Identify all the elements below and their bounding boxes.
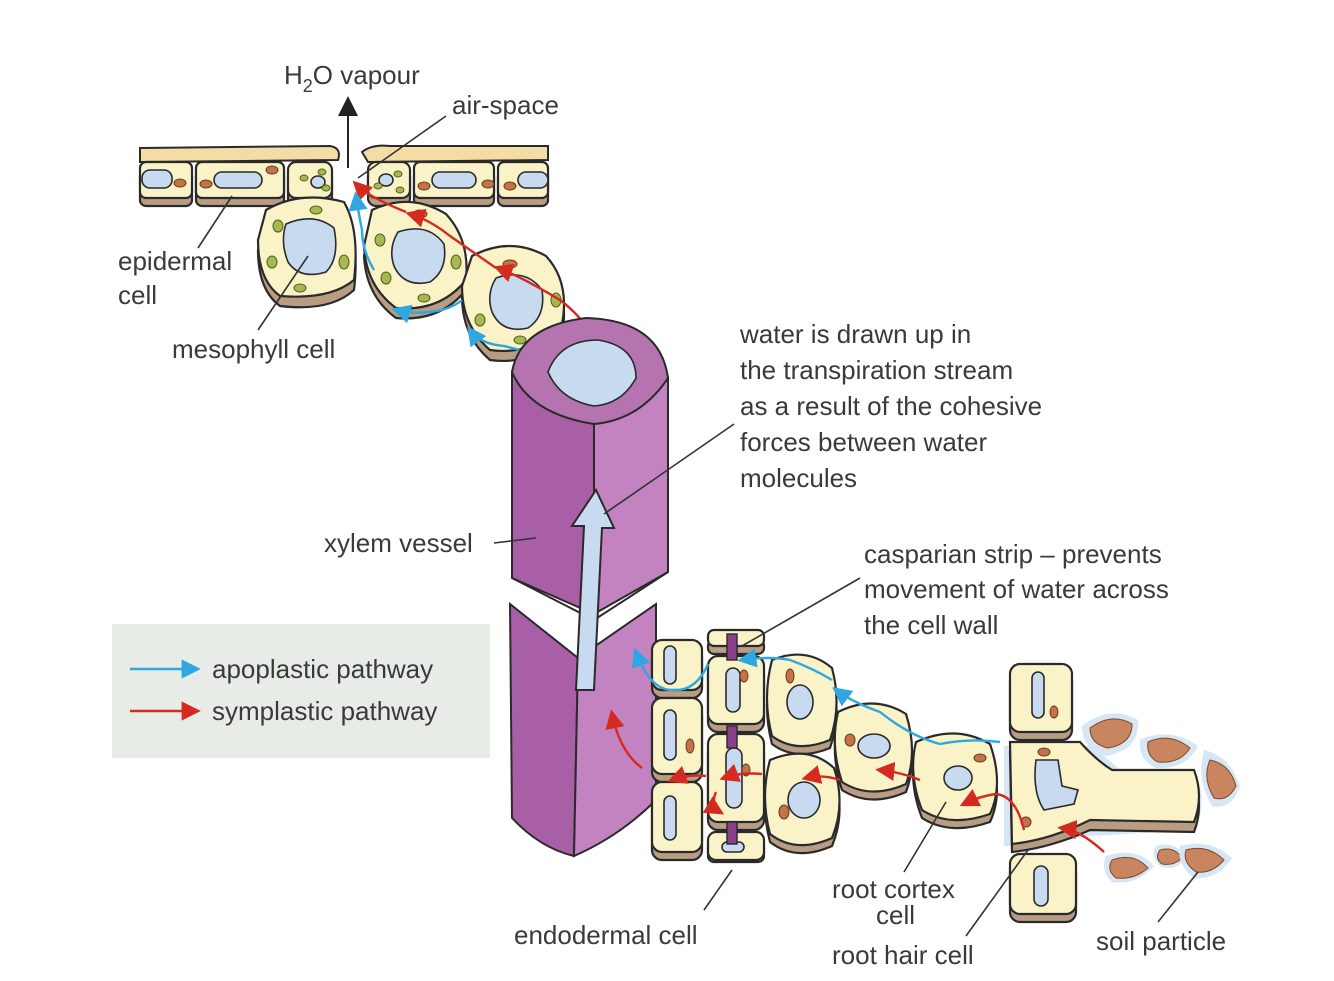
epidermal-cell-label-line1: epidermal	[118, 246, 232, 276]
epidermal-cell	[140, 162, 192, 206]
root-cortex-cell	[767, 655, 837, 755]
legend-box	[112, 624, 490, 758]
casparian-strip	[727, 726, 737, 748]
water-drawn-up-line4: forces between water	[740, 427, 987, 457]
soil-particle-leader	[1158, 872, 1198, 922]
root-epidermal-cell	[1010, 854, 1076, 922]
casparian-strip-line3: the cell wall	[864, 610, 998, 640]
legend: apoplastic pathway symplastic pathway	[112, 624, 490, 758]
root-cortex-cell	[913, 733, 997, 828]
upper-cuticle-right	[362, 146, 548, 162]
xylem-lower-front-left	[510, 604, 578, 856]
legend-symplastic-label: symplastic pathway	[212, 696, 437, 726]
leaf-epidermis	[140, 146, 548, 206]
casparian-strip	[727, 634, 737, 660]
water-drawn-up-line2: the transpiration stream	[740, 355, 1013, 385]
guard-cell	[368, 162, 410, 206]
mesophyll-cell	[364, 202, 467, 319]
xylem-vessel	[510, 318, 668, 856]
endodermal-cell	[652, 698, 702, 782]
epidermal-cell	[196, 162, 284, 206]
root-cortex-cell	[835, 703, 912, 799]
endodermal-cell-label: endodermal cell	[514, 920, 698, 950]
xylem-vessel-label: xylem vessel	[324, 528, 473, 558]
upper-cuticle-left	[140, 146, 339, 162]
mesophyll-cell	[258, 198, 356, 308]
soil-particle-label: soil particle	[1096, 926, 1226, 956]
water-drawn-up-line5: molecules	[740, 463, 857, 493]
air-space-label: air-space	[452, 90, 559, 120]
mesophyll-cell-label: mesophyll cell	[172, 334, 335, 364]
endodermal-cell	[708, 656, 764, 732]
root-cortex-cell	[765, 754, 840, 854]
casparian-strip	[727, 822, 737, 844]
legend-apoplastic-label: apoplastic pathway	[212, 654, 433, 684]
epidermal-cell	[498, 162, 548, 206]
water-drawn-up-line1: water is drawn up in	[739, 319, 971, 349]
endodermal-cell	[652, 782, 702, 860]
casparian-strip-line2: movement of water across	[864, 574, 1169, 604]
endodermal-cell-leader	[704, 870, 732, 910]
casparian-strip-leader	[742, 578, 860, 646]
water-drawn-up-line3: as a result of the cohesive	[740, 391, 1042, 421]
root-epidermal-cell	[1010, 664, 1072, 740]
soil-particle	[1207, 760, 1236, 799]
root-hair-cell-label: root hair cell	[832, 940, 974, 970]
casparian-strip-line1: casparian strip – prevents	[864, 539, 1162, 569]
root-cortex-cell-label-line2: cell	[876, 900, 915, 930]
h2o-vapour-label: H2O vapour	[284, 60, 420, 96]
epidermal-cell-label-line2: cell	[118, 280, 157, 310]
epidermal-cell	[414, 162, 494, 206]
